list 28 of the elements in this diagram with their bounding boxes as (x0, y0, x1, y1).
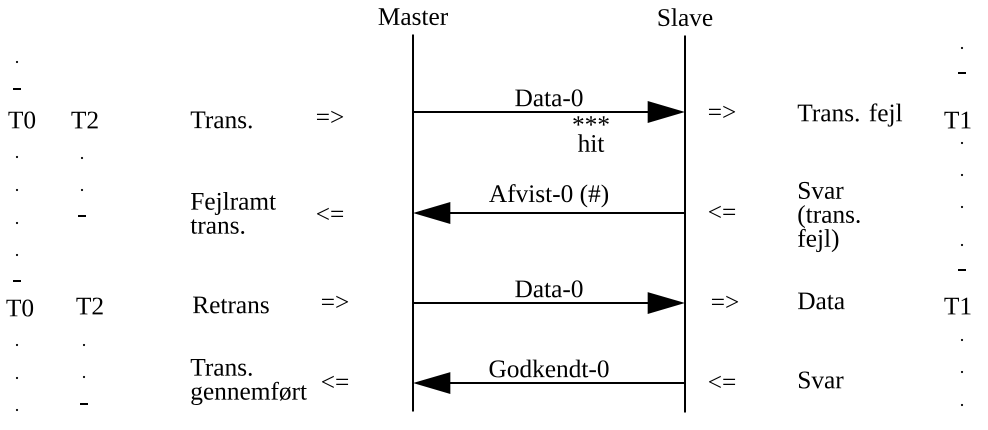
note-text: Trans. gennemført (190, 358, 307, 406)
note-text: <= (316, 208, 344, 220)
edge-label: Data-0 (513, 88, 585, 108)
note-text: <= (708, 376, 736, 388)
note-text: T1 (944, 298, 971, 314)
note-text: <= (708, 206, 736, 218)
note-text: T0 (8, 111, 36, 129)
edge-label: Data-0 (513, 278, 585, 299)
note-text: Retrans (193, 296, 269, 314)
note-text: => (708, 106, 736, 118)
note-text: => (712, 296, 738, 308)
note-text: T1 (944, 112, 971, 128)
note-text: T0 (6, 299, 34, 317)
note-text: T2 (76, 298, 103, 314)
note-text: Svar (798, 372, 844, 389)
note-text: <= (322, 376, 348, 388)
note-text: T2 (71, 112, 98, 128)
note-text: Trans. fejl (798, 103, 902, 127)
lifeline: Master (378, 8, 448, 412)
note-text: Trans. (190, 112, 252, 128)
edge-label: Afvist-0 (#) (488, 182, 610, 209)
note-text: => (322, 296, 348, 308)
note-text: Svar (trans. fejl) (798, 182, 860, 252)
note-text: => (316, 110, 344, 123)
note-text: Data (798, 292, 845, 310)
note-text: *** hit (573, 116, 609, 152)
note-text: Fejlramt trans. (190, 192, 276, 234)
edge-label: Godkendt-0 (487, 358, 611, 379)
